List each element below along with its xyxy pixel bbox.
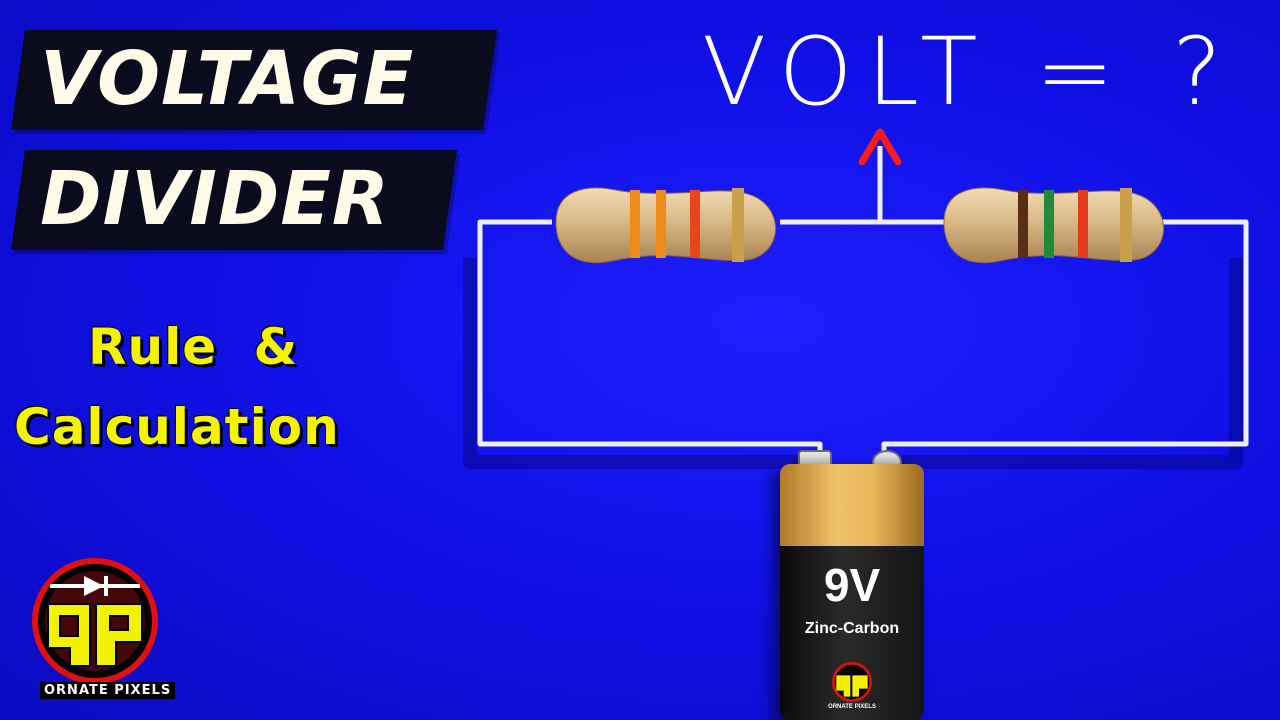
battery-type: Zinc-Carbon [804, 620, 900, 637]
wire-shadow [463, 258, 1243, 469]
resistor-1 [555, 187, 776, 264]
resistor-2-band-3 [1078, 190, 1088, 258]
measurement-arrow-icon [858, 128, 902, 166]
battery-voltage: 9V [823, 559, 881, 611]
resistor-2-band-4 [1120, 188, 1132, 262]
resistor-1-band-1 [630, 190, 640, 258]
battery-logo-text: ORNATE PIXELS [828, 704, 876, 710]
resistor-2-band-2 [1044, 190, 1054, 258]
resistor-2-band-1 [1018, 190, 1028, 258]
subtitle-line-2: Calculation [14, 398, 340, 456]
battery-logo-icon [832, 662, 872, 702]
battery-body: 9V Zinc-Carbon ORNATE PIXELS [780, 464, 924, 720]
resistor-1-band-3 [690, 190, 700, 258]
logo-brand-text: ORNATE PIXELS [40, 682, 176, 699]
circuit-wires [477, 146, 1249, 458]
volt-question: VOLT = ? [702, 18, 1236, 127]
resistor-1-band-2 [656, 190, 666, 258]
battery: 9V Zinc-Carbon ORNATE PIXELS [780, 450, 924, 720]
resistor-2 [943, 187, 1164, 264]
ornate-pixels-logo-icon [32, 558, 158, 684]
battery-gold-cap [780, 464, 924, 546]
subtitle-line-1: Rule & [88, 318, 299, 376]
resistor-1-band-4 [732, 188, 744, 262]
